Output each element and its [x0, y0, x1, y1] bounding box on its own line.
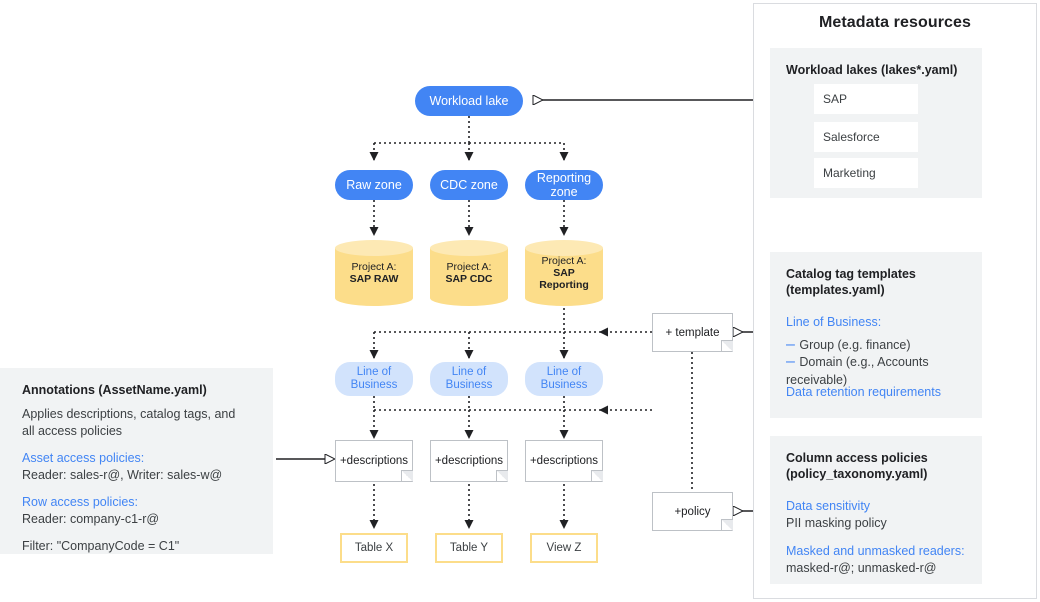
- table-node-y[interactable]: Table Y: [435, 533, 503, 563]
- lob-line2: Business: [445, 379, 493, 391]
- descriptions-note-1[interactable]: +descriptions: [335, 440, 413, 482]
- policies-text-readers: masked-r@; unmasked-r@: [786, 561, 937, 575]
- descriptions-label: +descriptions: [434, 455, 504, 467]
- cylinder-body: [335, 248, 413, 298]
- lake-item-sap[interactable]: SAP: [814, 84, 918, 114]
- project-line2: SAP CDC: [445, 273, 493, 285]
- project-line2: SAP: [553, 267, 575, 279]
- cylinder-label: Project A: SAP RAW: [335, 248, 413, 298]
- folded-corner-icon: [721, 519, 733, 531]
- descriptions-note-2[interactable]: +descriptions: [430, 440, 508, 482]
- zone-node-raw[interactable]: Raw zone: [335, 170, 413, 200]
- templates-title-line2: (templates.yaml): [786, 283, 885, 297]
- policies-title-line2: (policy_taxonomy.yaml): [786, 467, 928, 481]
- project-line1: Project A:: [446, 261, 492, 273]
- policies-text-pii-masking: PII masking policy: [786, 516, 887, 530]
- annotations-intro-line2: all access policies: [22, 424, 123, 438]
- lob-line2: Business: [350, 379, 398, 391]
- panel-title: Metadata resources: [818, 14, 972, 31]
- templates-bullet-domain: – Domain (e.g., Accounts receivable): [786, 353, 929, 387]
- line-of-business-node-2[interactable]: Line of Business: [430, 362, 508, 396]
- templates-heading-line-of-business: Line of Business:: [786, 315, 882, 329]
- templates-heading-data-retention: Data retention requirements: [786, 385, 941, 399]
- cylinder-top: [525, 240, 603, 256]
- folded-corner-icon: [496, 470, 508, 482]
- folded-corner-icon: [401, 470, 413, 482]
- descriptions-note-3[interactable]: +descriptions: [525, 440, 603, 482]
- lob-line2: Business: [540, 379, 588, 391]
- annotations-heading-row-access: Row access policies:: [22, 495, 139, 509]
- cylinder-body: [430, 248, 508, 298]
- cylinder-label: Project A: SAP Reporting: [525, 248, 603, 298]
- cylinder-body: [525, 248, 603, 298]
- cylinder-label: Project A: SAP CDC: [430, 248, 508, 298]
- bullet-dash-icon: –: [786, 353, 800, 370]
- policies-heading-data-sensitivity: Data sensitivity: [786, 499, 871, 513]
- folded-corner-icon: [721, 340, 733, 352]
- table-node-z[interactable]: View Z: [530, 533, 598, 563]
- annotations-heading-asset-access: Asset access policies:: [22, 451, 145, 465]
- template-note-label: + template: [665, 326, 720, 339]
- project-line1: Project A:: [351, 261, 397, 273]
- template-note[interactable]: + template: [652, 313, 733, 352]
- cylinder-top: [335, 240, 413, 256]
- project-line1: Project A:: [541, 255, 587, 267]
- project-cylinder-sap-raw[interactable]: Project A: SAP RAW: [335, 240, 413, 306]
- descriptions-label: +descriptions: [339, 455, 409, 467]
- cylinder-top: [430, 240, 508, 256]
- policy-note-label: +policy: [674, 505, 711, 518]
- policies-title-line1: Column access policies: [786, 451, 928, 465]
- zone-node-cdc[interactable]: CDC zone: [430, 170, 508, 200]
- lob-line1: Line of: [451, 366, 487, 378]
- annotations-text-filter: Filter: "CompanyCode = C1": [22, 539, 180, 553]
- zone-node-reporting[interactable]: Reporting zone: [525, 170, 603, 200]
- folded-corner-icon: [591, 470, 603, 482]
- annotations-text-row-reader: Reader: company-c1-r@: [22, 512, 160, 526]
- lob-line1: Line of: [356, 366, 392, 378]
- lake-item-marketing[interactable]: Marketing: [814, 158, 918, 188]
- table-node-x[interactable]: Table X: [340, 533, 408, 563]
- annotations-title: Annotations (AssetName.yaml): [22, 383, 207, 397]
- descriptions-label: +descriptions: [529, 455, 599, 467]
- templates-bullet-group: – Group (e.g. finance): [786, 336, 911, 353]
- annotations-intro-line1: Applies descriptions, catalog tags, and: [22, 407, 236, 421]
- annotations-text-asset-readers: Reader: sales-r@, Writer: sales-w@: [22, 468, 223, 482]
- templates-title-line1: Catalog tag templates: [786, 267, 916, 281]
- lake-item-salesforce[interactable]: Salesforce: [814, 122, 918, 152]
- bullet-dash-icon: –: [786, 336, 800, 353]
- workload-lakes-title: Workload lakes (lakes*.yaml): [786, 63, 958, 77]
- lob-line1: Line of: [546, 366, 582, 378]
- project-line2: SAP RAW: [349, 273, 399, 285]
- project-cylinder-sap-reporting[interactable]: Project A: SAP Reporting: [525, 240, 603, 306]
- project-line3: Reporting: [539, 279, 589, 291]
- workload-lake-node[interactable]: Workload lake: [415, 86, 523, 116]
- catalog-tag-templates-card: Catalog tag templates (templates.yaml) L…: [770, 252, 982, 418]
- policy-note[interactable]: +policy: [652, 492, 733, 531]
- policies-heading-masked-readers: Masked and unmasked readers:: [786, 544, 965, 558]
- column-access-policies-card: Column access policies (policy_taxonomy.…: [770, 436, 982, 584]
- annotations-panel: Annotations (AssetName.yaml) Applies des…: [0, 368, 273, 554]
- line-of-business-node-1[interactable]: Line of Business: [335, 362, 413, 396]
- line-of-business-node-3[interactable]: Line of Business: [525, 362, 603, 396]
- project-cylinder-sap-cdc[interactable]: Project A: SAP CDC: [430, 240, 508, 306]
